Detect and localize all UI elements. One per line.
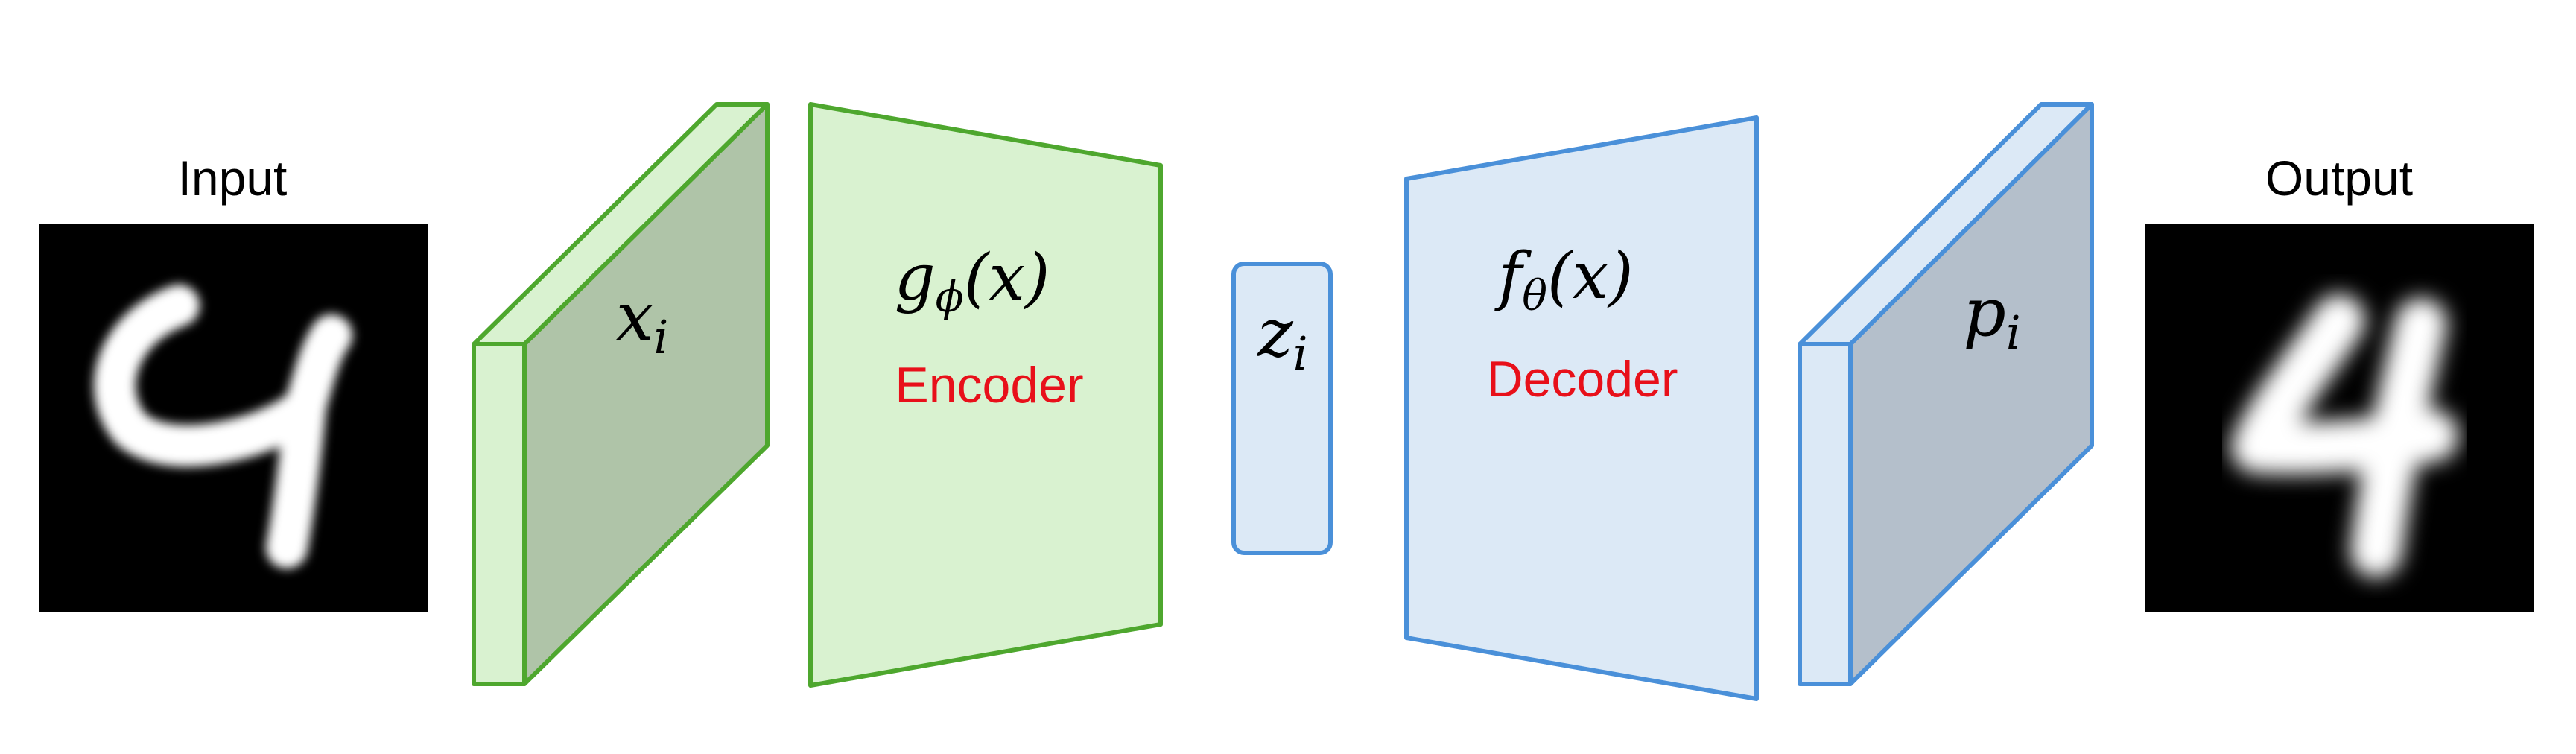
input-layer-symbol: xi — [616, 278, 669, 364]
decoder-label: Decoder — [1486, 351, 1678, 408]
latent-symbol: zi — [1257, 294, 1307, 381]
input-layer-prism — [472, 102, 770, 686]
latent-symbol-sub: i — [1293, 326, 1308, 381]
output-layer-symbol-base: p — [1963, 273, 2006, 352]
output-layer-symbol-sub: i — [2006, 305, 2021, 360]
encoder-block — [808, 102, 1163, 688]
output-layer-symbol: pi — [1963, 273, 2020, 360]
input-layer-symbol-base: x — [616, 278, 654, 356]
decoder-formula-sub: θ — [1522, 272, 1547, 320]
encoder-formula-func: g — [895, 241, 936, 315]
encoder-formula-sub: ϕ — [936, 273, 964, 322]
handwritten-digit-4-image — [39, 224, 428, 612]
input-label: Input — [178, 151, 288, 206]
reconstructed-digit-4-image — [2145, 224, 2534, 612]
output-layer-prism — [1798, 102, 2094, 686]
decoder-formula-arg: (x) — [1547, 239, 1634, 314]
input-layer-symbol-sub: i — [653, 310, 668, 364]
decoder-block — [1404, 115, 1759, 701]
encoder-label: Encoder — [895, 357, 1083, 414]
latent-symbol-base: z — [1257, 294, 1293, 373]
encoder-formula: gϕ(x) — [895, 241, 1050, 322]
latent-code-block — [1231, 262, 1333, 555]
decoder-formula: fθ(x) — [1494, 239, 1633, 320]
output-label: Output — [2265, 151, 2413, 206]
encoder-formula-arg: (x) — [964, 241, 1050, 315]
